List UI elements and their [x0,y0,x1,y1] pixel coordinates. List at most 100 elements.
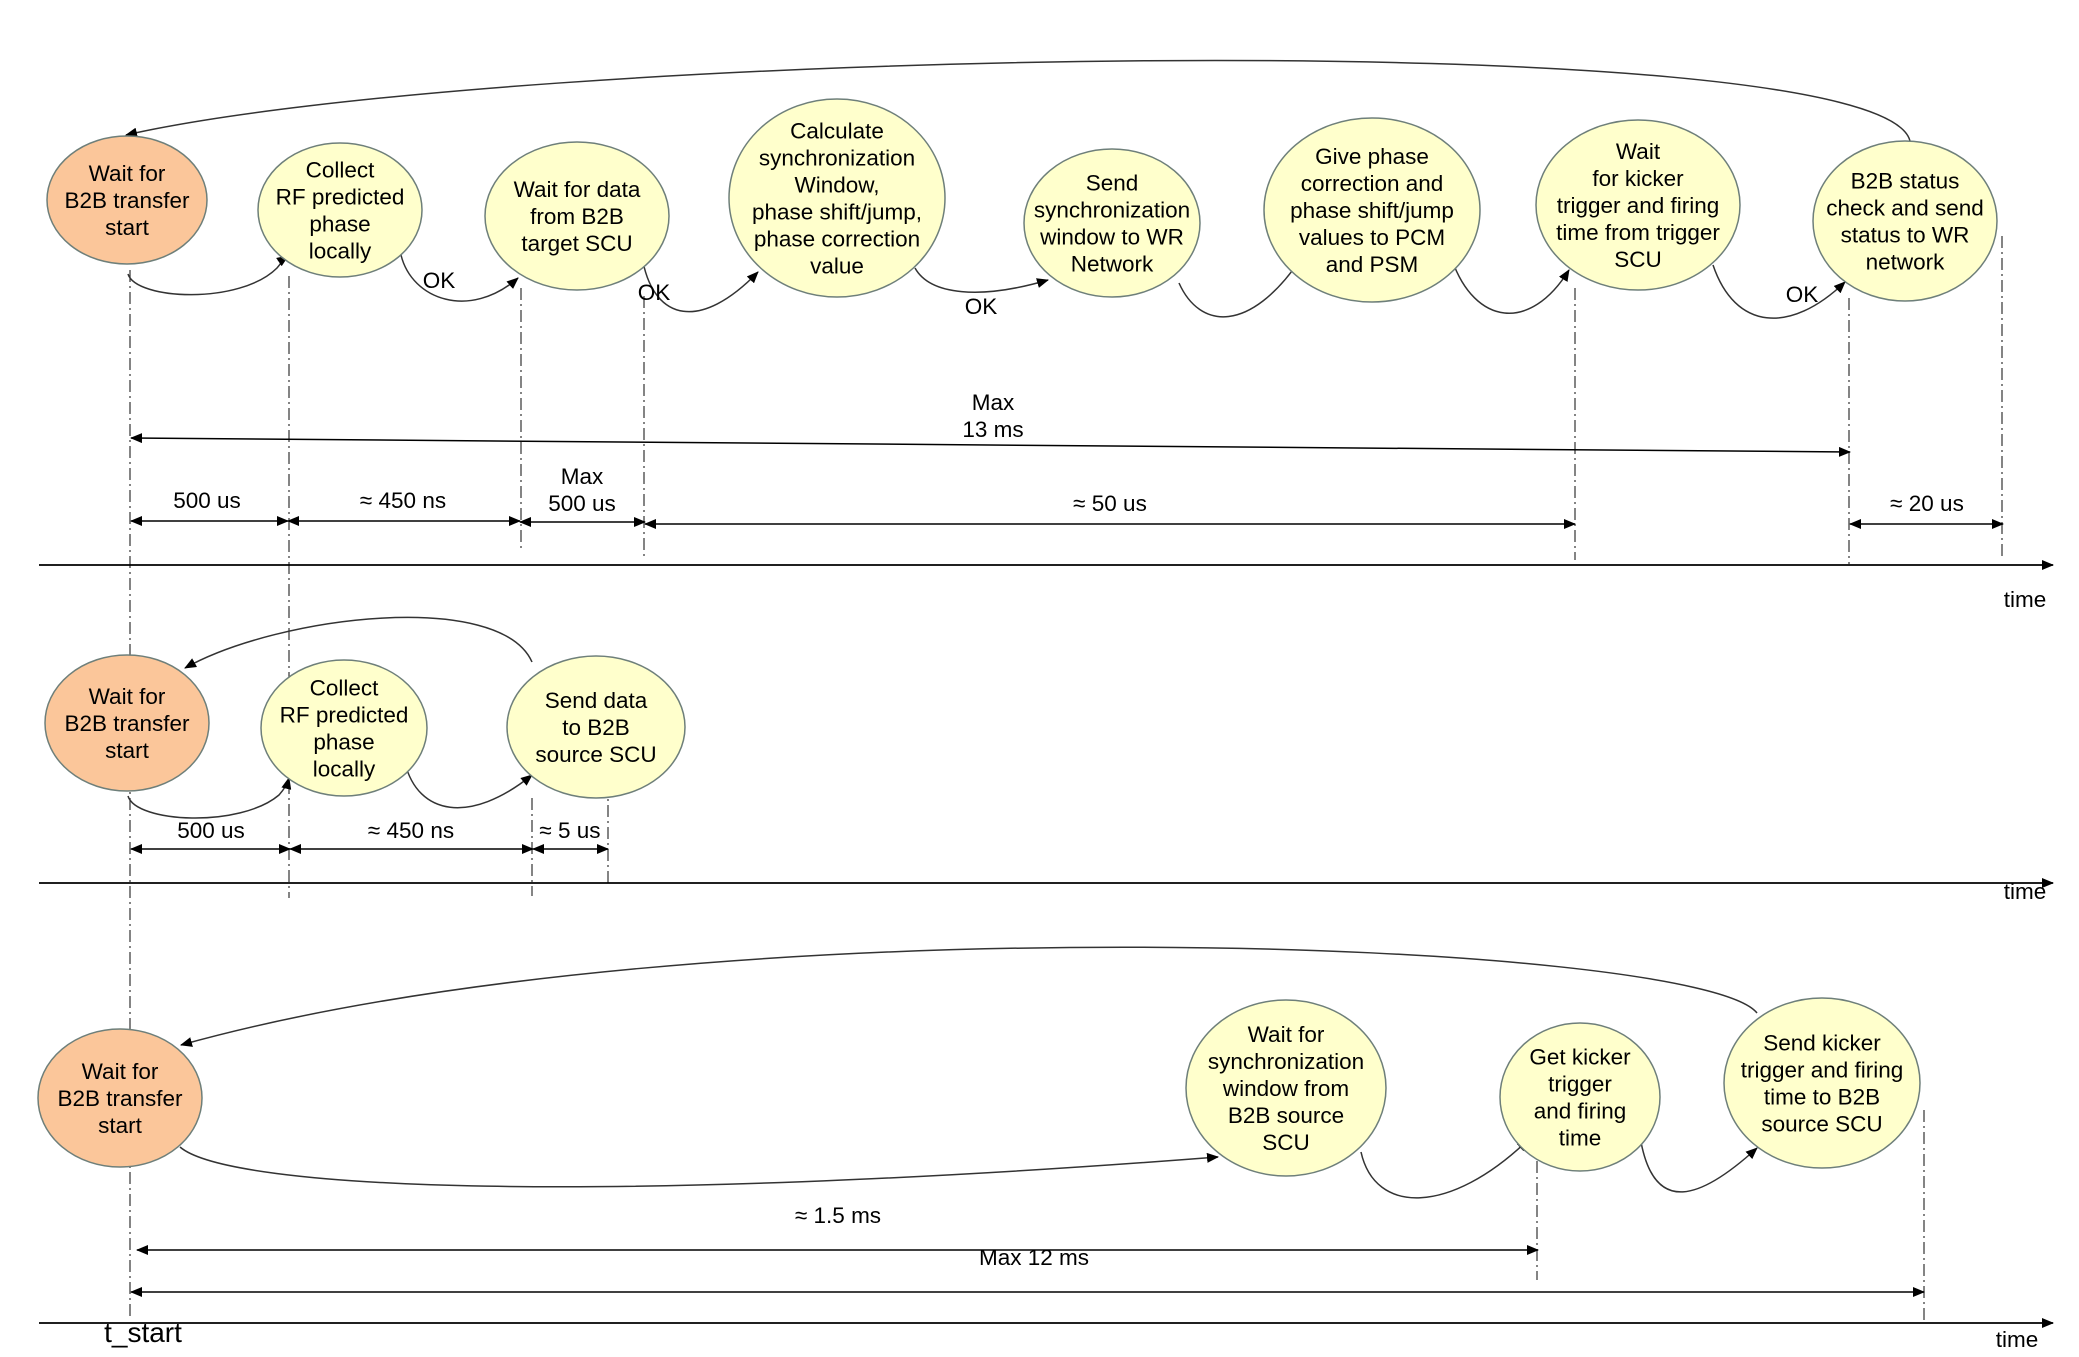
state-node-label-line: phase [313,730,374,755]
state-node-k4 [1723,997,1921,1169]
state-node-label-line: Wait for [1248,1022,1325,1047]
duration-label: ≈ 50 us [1073,491,1147,516]
flow-arrow [642,261,759,313]
state-node-label-line: time from trigger [1556,220,1720,245]
state-node-label-line: to B2B [562,715,630,740]
state-node-label-line: start [105,738,150,763]
state-node-label-line: RF predicted [276,185,405,210]
state-node-label-line: SCU [1614,247,1662,272]
state-node-label-line: Give phase [1315,144,1429,169]
duration-arrow [130,433,1851,457]
state-node-t2 [260,659,428,797]
state-node-k1 [37,1028,203,1168]
state-node-s5 [1023,148,1201,298]
state-node-k3 [1499,1022,1661,1172]
ok-label: OK [423,268,456,293]
state-node-label-line: B2B transfer [57,1086,183,1111]
state-node-label-line: locally [313,757,376,782]
duration-label-line: ≈ 20 us [1890,491,1964,516]
duration-label-line: Max 12 ms [979,1245,1089,1270]
duration-label: Max 12 ms [979,1245,1089,1270]
flow-arrow [404,762,533,809]
time-axes [39,560,2054,1328]
state-nodes [37,98,1998,1177]
duration-label-line: ≈ 450 ns [360,488,446,513]
time-axis-label: time [2004,879,2047,904]
state-node-label-line: synchronization [1034,198,1190,223]
duration-label-line: 13 ms [962,417,1023,442]
flow-arrow [1178,259,1301,318]
flow-arrow [914,267,1049,293]
state-node-label-line: synchronization [759,146,915,171]
state-node-s2 [257,142,423,278]
duration-label-line: 500 us [173,488,241,513]
state-node-s7 [1535,119,1741,291]
flow-arrow [184,616,533,669]
state-node-label-line: source SCU [1761,1112,1882,1137]
state-node-label-line: start [105,215,150,240]
state-node-label-line: SCU [1262,1130,1310,1155]
state-node-label-line: phase shift/jump [1290,198,1454,223]
flow-arrows [125,59,1911,1199]
flow-arrow [400,254,519,302]
state-node-label-line: time to B2B [1764,1085,1880,1110]
state-node-label-line: and PSM [1326,252,1419,277]
duration-label-line: ≈ 1.5 ms [795,1203,881,1228]
state-node-label-line: and firing [1534,1099,1627,1124]
state-node-label-line: Wait for [82,1059,159,1084]
state-node-label-line: for kicker [1592,166,1684,191]
state-node-label-line: window to WR [1039,225,1184,250]
state-node-label-line: values to PCM [1299,225,1445,250]
state-node-label-line: network [1866,250,1946,275]
state-node-label-line: Wait for [89,684,166,709]
state-node-k2 [1185,999,1387,1177]
flow-arrow [125,59,1911,142]
flow-arrow [179,1146,1219,1188]
state-node-label-line: Send data [545,688,648,713]
state-node-label-line: phase shift/jump, [752,200,922,225]
state-node-label-line: locally [309,239,372,264]
state-node-t3 [506,655,686,799]
state-node-label-line: Wait [1616,139,1661,164]
duration-label: ≈ 20 us [1890,491,1964,516]
state-node-label-line: phase [309,212,370,237]
duration-label-line: 500 us [177,818,245,843]
state-node-s4 [728,98,946,298]
flow-arrow [1712,264,1846,319]
flow-arrow [127,255,289,296]
state-node-label-line: time [1559,1126,1602,1151]
duration-label-line: 500 us [548,491,616,516]
duration-measures [130,433,2004,1297]
state-node-label-line: B2B transfer [64,711,190,736]
flow-arrow [127,777,292,819]
state-node-label-line: synchronization [1208,1049,1364,1074]
duration-label: ≈ 5 us [539,818,600,843]
state-node-s1 [46,135,208,265]
state-node-label-line: RF predicted [280,703,409,728]
state-node-label-line: Send kicker [1763,1031,1881,1056]
state-node-s6 [1263,117,1481,303]
flow-arrow [1360,1139,1529,1199]
state-node-label-line: target SCU [521,231,632,256]
state-node-label-line: status to WR [1841,223,1970,248]
state-node-label-line: B2B transfer [64,188,190,213]
state-node-label-line: source SCU [535,742,656,767]
state-node-label-line: Network [1071,252,1154,277]
duration-label: 500 us [177,818,245,843]
duration-label-line: ≈ 5 us [539,818,600,843]
duration-label-line: ≈ 450 ns [368,818,454,843]
state-node-label-line: B2B status [1851,169,1960,194]
